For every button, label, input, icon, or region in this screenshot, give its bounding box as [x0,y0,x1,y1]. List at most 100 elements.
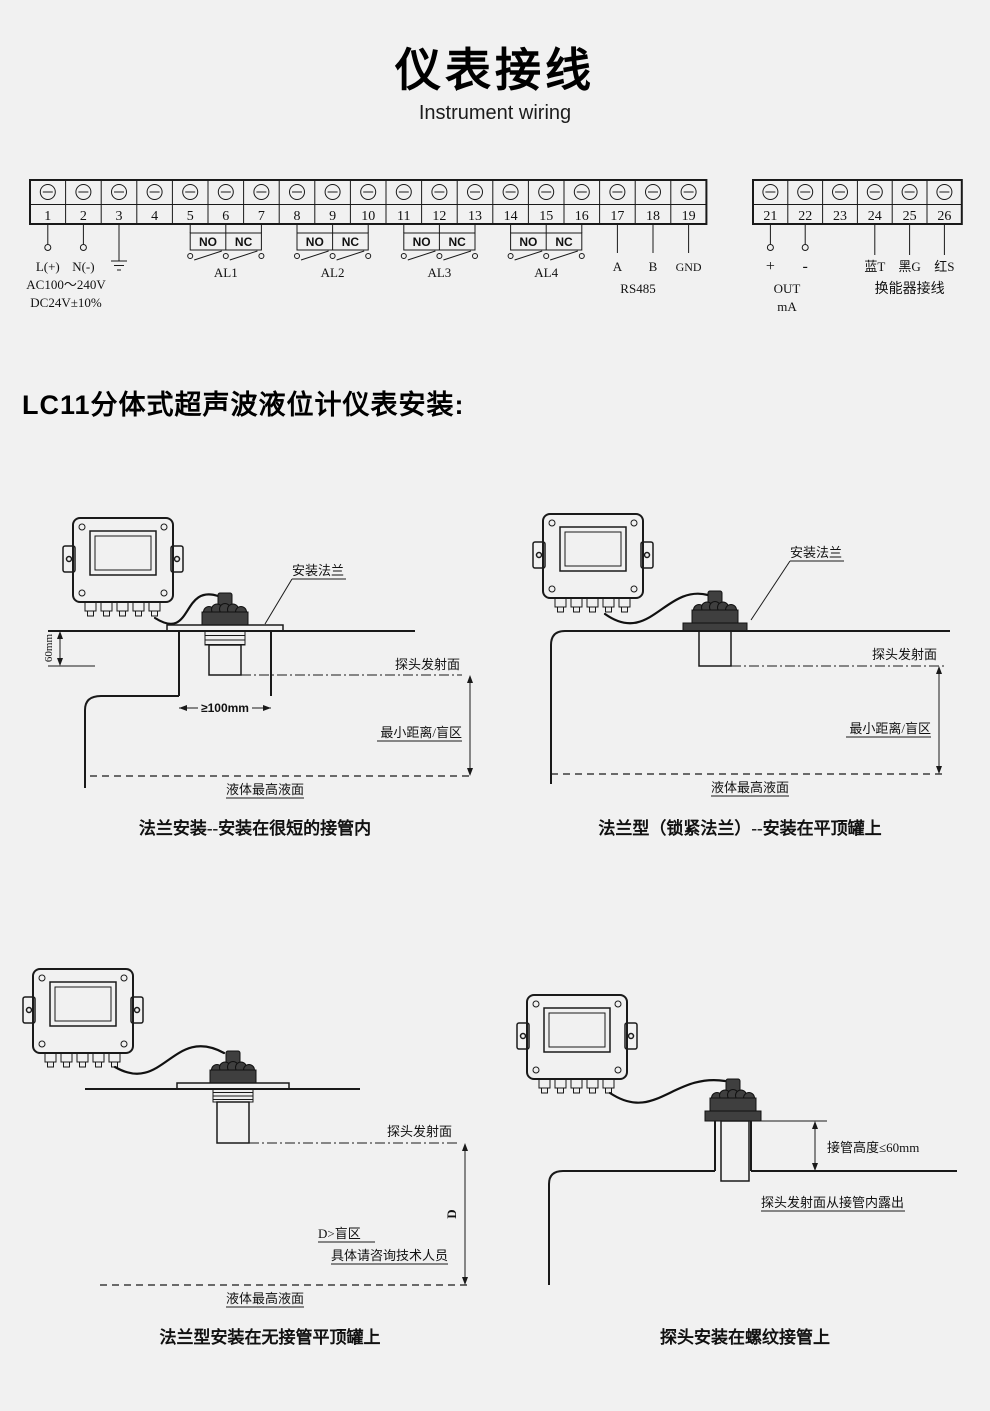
liquid-level: 液体最高液面 [100,1284,471,1308]
probe-cable [113,1045,226,1075]
probe-head [709,1078,757,1112]
flange-label: 安装法兰 [292,563,344,578]
relay-no-label: NO [519,235,537,249]
wire-blue-label: 蓝T [864,259,885,274]
dim-blind-zone: D [444,1143,468,1285]
transducer-wiring-label: 换能器接线 [875,280,945,297]
display-unit [516,994,638,1094]
nozzle-height-label: 接管高度≤60mm [827,1140,919,1155]
terminal-number: 9 [329,209,336,224]
installation-diagrams-grid: 60mm ≥100mm 安装法兰 探头发射面 最小距离/盲区 [0,496,990,1358]
terminal-number: 25 [903,209,917,224]
power-rating-ac: AC100～240V [26,277,106,292]
emit-face-label: 探头发射面 [872,647,937,662]
page-title: 仪表接线 [395,44,595,96]
terminal-number: 18 [646,209,660,224]
terminal-number: 16 [575,209,589,224]
terminal-number: 7 [258,209,265,224]
terminal-number: 5 [187,209,194,224]
terminal-number: 11 [397,209,410,224]
emit-face-label: 探头发射面 [387,1124,452,1139]
flange-callout: 安装法兰 [264,563,346,625]
diagram-caption: 法兰型安装在无接管平顶罐上 [160,1327,381,1347]
wire-black-label: 黑G [898,259,920,274]
probe-head [201,592,249,626]
rs485-a-label: A [613,259,623,274]
terminal-number: 13 [468,209,482,224]
threaded-nozzle [714,1121,752,1171]
relay-al4-annotation: NO NC AL4 [507,224,585,280]
terminal-number: 3 [116,209,123,224]
power-label-l: L(+) [36,259,60,274]
terminal-number: 19 [682,209,696,224]
relay-no-label: NO [199,235,217,249]
relay-no-label: NO [413,235,431,249]
install-diagram-flange-short-nozzle: 60mm ≥100mm 安装法兰 探头发射面 最小距离/盲区 [43,517,473,838]
probe-neck [212,1088,254,1103]
probe-neck [204,630,246,646]
relay-al3-annotation: NO NC AL3 [400,224,478,280]
relay-contact-icon [187,250,265,261]
wire-red-label: 红S [934,259,954,274]
dim-100mm-label: ≥100mm [201,701,249,715]
rs485-gnd-label: GND [676,260,702,274]
relay-contact-icon [507,250,585,261]
ma-label: mA [777,299,797,314]
liquid-level-label: 液体最高液面 [226,1291,304,1306]
flange-callout: 安装法兰 [750,545,844,621]
page-header: 仪表接线 Instrument wiring [0,0,990,125]
locking-flange [682,622,748,632]
diagram-caption: 法兰型（锁紧法兰）--安装在平顶罐上 [598,818,881,838]
terminal-number: 2 [80,209,87,224]
dim-min-distance: 最小距离/盲区 [377,675,473,776]
terminal-strip-right: 21 22 23 24 25 26 [752,179,963,225]
transducer-wires-annotation: 蓝T 黑G 红S 换能器接线 [864,224,955,297]
probe-cable [153,593,220,625]
terminal-number: 21 [763,209,777,224]
terminal-number: 8 [294,209,301,224]
probe-cable [608,1079,727,1104]
terminal-wiring-diagram: 1 2 3 4 5 6 7 8 9 10 11 12 13 14 15 16 1… [26,179,963,314]
display-unit [62,517,184,617]
emit-face-note: 探头发射面从接管内露出 [761,1195,905,1212]
emit-face-label: 探头发射面 [395,657,460,672]
probe-body [698,630,732,667]
relay-contact-icon [400,250,478,261]
terminal-number: 4 [151,209,158,224]
rs485-b-label: B [649,259,658,274]
relay-al1-annotation: NO NC AL1 [187,224,265,280]
probe-body [720,1120,750,1182]
terminal-strip-left: 1 2 3 4 5 6 7 8 9 10 11 12 13 14 15 16 1… [29,179,708,225]
terminal-number: 10 [361,209,375,224]
tank-roof-and-wall [550,630,950,784]
rs485-label: RS485 [620,281,655,296]
terminal-screw-icons [39,184,697,200]
relay-name-label: AL4 [534,265,558,280]
probe-cable [603,592,710,625]
install-diagram-threaded-nozzle: 接管高度≤60mm 探头发射面从接管内露出 探头安装在螺纹接管上 [516,994,957,1347]
min-distance-label: 最小距离/盲区 [380,725,462,740]
terminal-number: 14 [504,209,518,224]
dim-min-distance: 最小距离/盲区 [846,666,942,774]
relay-nc-label: NC [342,235,360,249]
terminal-number: 22 [798,209,812,224]
relay-no-label: NO [306,235,324,249]
power-label-n: N(-) [72,259,94,274]
terminal-number: 15 [539,209,553,224]
install-diagram-flat-roof-no-nozzle: 探头发射面 D D>盲区 具体请咨询技术人员 液体最高液面 法兰型安装在无接管平… [22,968,471,1347]
dim-nozzle-height: 接管高度≤60mm [761,1120,919,1171]
relay-name-label: AL1 [214,265,238,280]
relay-nc-label: NC [235,235,253,249]
terminal-number: 1 [44,209,51,224]
relay-nc-label: NC [555,235,573,249]
display-unit [532,513,654,613]
probe-head [691,590,739,624]
terminal-number: 26 [937,209,951,224]
relay-name-label: AL2 [321,265,345,280]
probe-head [209,1050,257,1084]
diagram-caption: 探头安装在螺纹接管上 [660,1327,830,1347]
rs485-annotation: A B GND RS485 [613,224,702,296]
tank-roof-and-wall [548,1170,957,1285]
relay-contact-icon [294,250,372,261]
